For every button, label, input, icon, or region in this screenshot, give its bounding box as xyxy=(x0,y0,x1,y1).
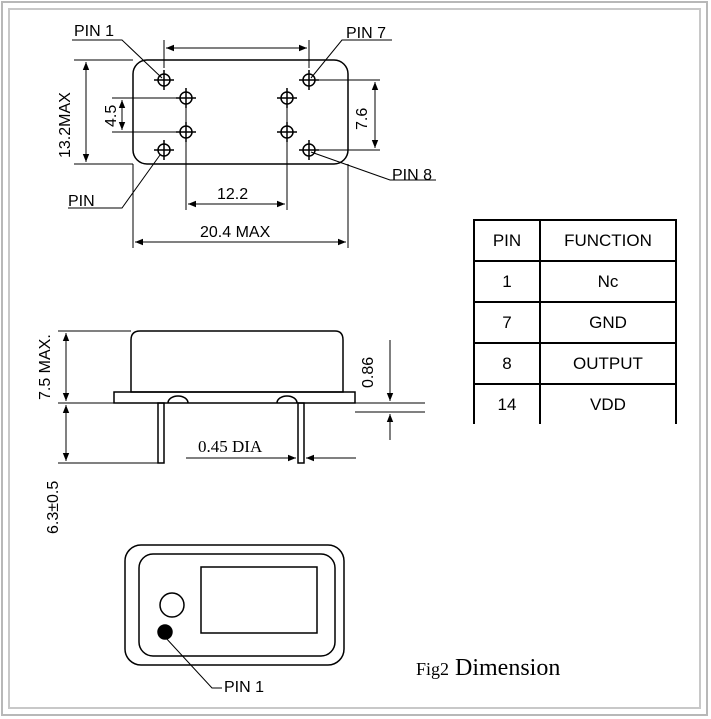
pin-function-table: PIN FUNCTION 1 Nc 7 GND 8 OUTPUT 14 VDD xyxy=(473,219,677,424)
pitch-right-dimension: 7.6 xyxy=(354,108,371,130)
pitch-horizontal-dimension: 12.2 xyxy=(217,186,248,203)
bottom-inner-outline xyxy=(138,553,336,657)
flange-dimension: 0.86 xyxy=(360,357,377,388)
lead-length-dimension: 6.3±0.5 xyxy=(45,481,62,534)
pin1-top-label: PIN 1 xyxy=(74,23,114,40)
bottom-outer-outline xyxy=(124,544,345,666)
function-cell: OUTPUT xyxy=(539,342,677,385)
left-standoff xyxy=(167,395,189,404)
package-outline xyxy=(132,59,349,165)
left-lead xyxy=(157,402,165,464)
pin8-label: PIN 8 xyxy=(392,167,432,184)
pin-5-hole xyxy=(277,88,297,108)
pin1-bottom-label: PIN 1 xyxy=(224,679,264,696)
pin-8-hole xyxy=(299,140,319,160)
figure-number: Fig2 xyxy=(416,659,450,679)
pitch-small-dimension: 4.5 xyxy=(103,105,120,127)
header-pin: PIN xyxy=(473,219,541,262)
function-cell: VDD xyxy=(539,383,677,424)
right-standoff xyxy=(276,395,298,404)
table-row: 14 VDD xyxy=(473,383,677,424)
bottom-hole xyxy=(159,592,185,618)
base-flange xyxy=(113,391,356,404)
bottom-view xyxy=(124,544,345,689)
body-height-dimension: 7.5 MAX. xyxy=(37,334,54,400)
table-row: 1 Nc xyxy=(473,260,677,303)
function-cell: Nc xyxy=(539,260,677,303)
table-row: 8 OUTPUT xyxy=(473,342,677,385)
inner-frame xyxy=(8,8,701,709)
right-lead xyxy=(297,402,305,464)
pin-cell: 8 xyxy=(473,342,541,385)
function-cell: GND xyxy=(539,301,677,344)
pin-cell: 7 xyxy=(473,301,541,344)
lead-diameter-dimension: 0.45 DIA xyxy=(198,437,263,456)
figure-caption: Fig2 Dimension xyxy=(416,655,560,682)
marking-window xyxy=(200,566,318,634)
pin-7-hole xyxy=(299,70,319,90)
side-view xyxy=(58,330,425,464)
figure-title: Dimension xyxy=(455,655,561,681)
width-dimension: 20.4 MAX xyxy=(200,224,271,241)
table-row: 7 GND xyxy=(473,301,677,344)
pin-1-hole xyxy=(154,70,174,90)
pin-cell: 1 xyxy=(473,260,541,303)
pin7-label: PIN 7 xyxy=(346,25,386,42)
pin-cell: 14 xyxy=(473,383,541,424)
table-header-row: PIN FUNCTION xyxy=(473,219,677,262)
can-body xyxy=(130,330,344,393)
pin-14-hole xyxy=(154,140,174,160)
height-dimension: 13.2MAX xyxy=(57,92,74,158)
pin-2-hole xyxy=(176,88,196,108)
pin14-label: PIN xyxy=(68,193,95,210)
top-view xyxy=(68,39,436,248)
pin1-dot xyxy=(157,624,173,640)
header-function: FUNCTION xyxy=(539,219,677,262)
